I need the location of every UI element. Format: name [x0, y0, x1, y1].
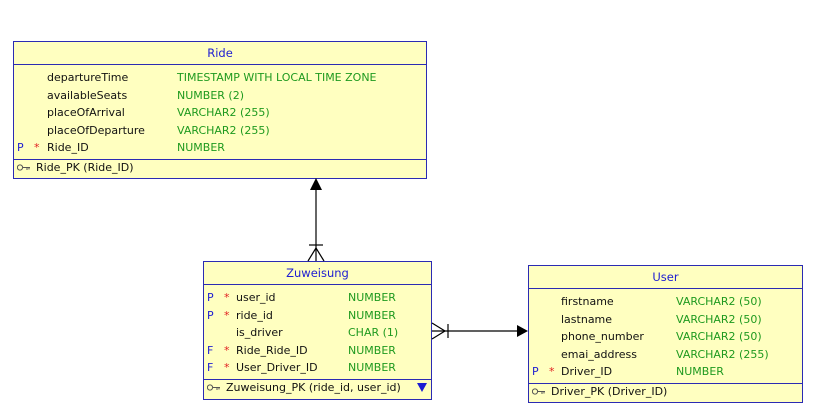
key-icon [17, 163, 30, 171]
column-name: is_driver [236, 326, 283, 339]
column-name: Ride_Ride_ID [236, 343, 308, 357]
mandatory-marker: * [224, 291, 230, 304]
column-row[interactable]: is_driver CHAR (1) [204, 324, 431, 342]
column-row[interactable]: placeOfDeparture VARCHAR2 (255) [14, 122, 426, 140]
relationship-zuweisung-user[interactable] [431, 322, 528, 340]
column-list: departureTime TIMESTAMP WITH LOCAL TIME Z… [14, 65, 426, 160]
column-type: VARCHAR2 (50) [676, 312, 762, 326]
column-type: NUMBER [676, 365, 724, 378]
column-type: CHAR (1) [348, 326, 399, 339]
column-flag: P [17, 141, 24, 154]
column-row[interactable]: departureTime TIMESTAMP WITH LOCAL TIME Z… [14, 69, 426, 87]
column-row[interactable]: availableSeats NUMBER (2) [14, 87, 426, 105]
column-flag: P [207, 308, 214, 322]
key-icon [207, 383, 220, 391]
column-flag: P [207, 291, 214, 304]
column-name: departureTime [47, 71, 129, 84]
column-flag: F [207, 343, 214, 357]
column-name: ride_id [236, 308, 273, 322]
mandatory-marker: * [549, 365, 555, 378]
column-row[interactable]: P * Ride_ID NUMBER [14, 139, 426, 157]
column-flag: P [532, 365, 539, 378]
column-row[interactable]: P * ride_id NUMBER [204, 307, 431, 325]
primary-key-label: Driver_PK (Driver_ID) [551, 384, 668, 398]
column-type: VARCHAR2 (255) [177, 123, 270, 137]
key-icon [532, 387, 545, 395]
column-row[interactable]: phone_number VARCHAR2 (50) [529, 328, 802, 346]
primary-key-label: Ride_PK (Ride_ID) [36, 160, 134, 174]
arrowhead-icon [310, 178, 322, 190]
column-type: VARCHAR2 (255) [676, 347, 769, 361]
mandatory-marker: * [224, 308, 230, 322]
entity-title: Ride [14, 42, 426, 65]
column-name: firstname [561, 295, 614, 308]
column-name: user_id [236, 291, 276, 304]
column-row[interactable]: P * Driver_ID NUMBER [529, 363, 802, 381]
column-type: NUMBER [177, 141, 225, 154]
mandatory-marker: * [34, 141, 40, 154]
column-row[interactable]: P * user_id NUMBER [204, 289, 431, 307]
entity-title: Zuweisung [204, 262, 431, 285]
column-row[interactable]: lastname VARCHAR2 (50) [529, 311, 802, 329]
column-type: VARCHAR2 (255) [177, 106, 270, 119]
column-type: NUMBER [348, 308, 396, 322]
column-type: NUMBER (2) [177, 88, 244, 102]
column-name: placeOfArrival [47, 106, 125, 119]
column-type: NUMBER [348, 343, 396, 357]
column-row[interactable]: F * User_Driver_ID NUMBER [204, 359, 431, 377]
mandatory-marker: * [224, 361, 230, 374]
arrowhead-icon [517, 325, 528, 337]
crowfoot-icon [431, 322, 446, 332]
column-name: Driver_ID [561, 365, 613, 378]
expand-down-icon[interactable] [417, 382, 427, 392]
primary-key-row[interactable]: Zuweisung_PK (ride_id, user_id) [204, 380, 431, 396]
column-name: User_Driver_ID [236, 361, 318, 374]
primary-key-row[interactable]: Ride_PK (Ride_ID) [14, 160, 426, 176]
primary-key-label: Zuweisung_PK (ride_id, user_id) [226, 380, 401, 394]
column-row[interactable]: placeOfArrival VARCHAR2 (255) [14, 104, 426, 122]
column-name: placeOfDeparture [47, 123, 145, 137]
column-name: availableSeats [47, 88, 128, 102]
column-type: NUMBER [348, 291, 396, 304]
entity-ride[interactable]: Ride departureTime TIMESTAMP WITH LOCAL T… [13, 41, 427, 179]
column-flag: F [207, 361, 214, 374]
crowfoot-icon [307, 247, 317, 262]
mandatory-marker: * [224, 343, 230, 357]
column-row[interactable]: emai_address VARCHAR2 (255) [529, 346, 802, 364]
primary-key-row[interactable]: Driver_PK (Driver_ID) [529, 384, 802, 400]
column-type: NUMBER [348, 361, 396, 374]
column-row[interactable]: F * Ride_Ride_ID NUMBER [204, 342, 431, 360]
column-type: VARCHAR2 (50) [676, 330, 762, 343]
column-row[interactable]: firstname VARCHAR2 (50) [529, 293, 802, 311]
relationship-zuweisung-ride[interactable] [307, 178, 325, 262]
entity-title: User [529, 266, 802, 289]
column-name: Ride_ID [47, 141, 89, 154]
column-type: VARCHAR2 (50) [676, 295, 762, 308]
column-name: lastname [561, 312, 613, 326]
column-name: emai_address [561, 347, 637, 361]
column-type: TIMESTAMP WITH LOCAL TIME ZONE [177, 71, 377, 84]
column-name: phone_number [561, 330, 644, 343]
